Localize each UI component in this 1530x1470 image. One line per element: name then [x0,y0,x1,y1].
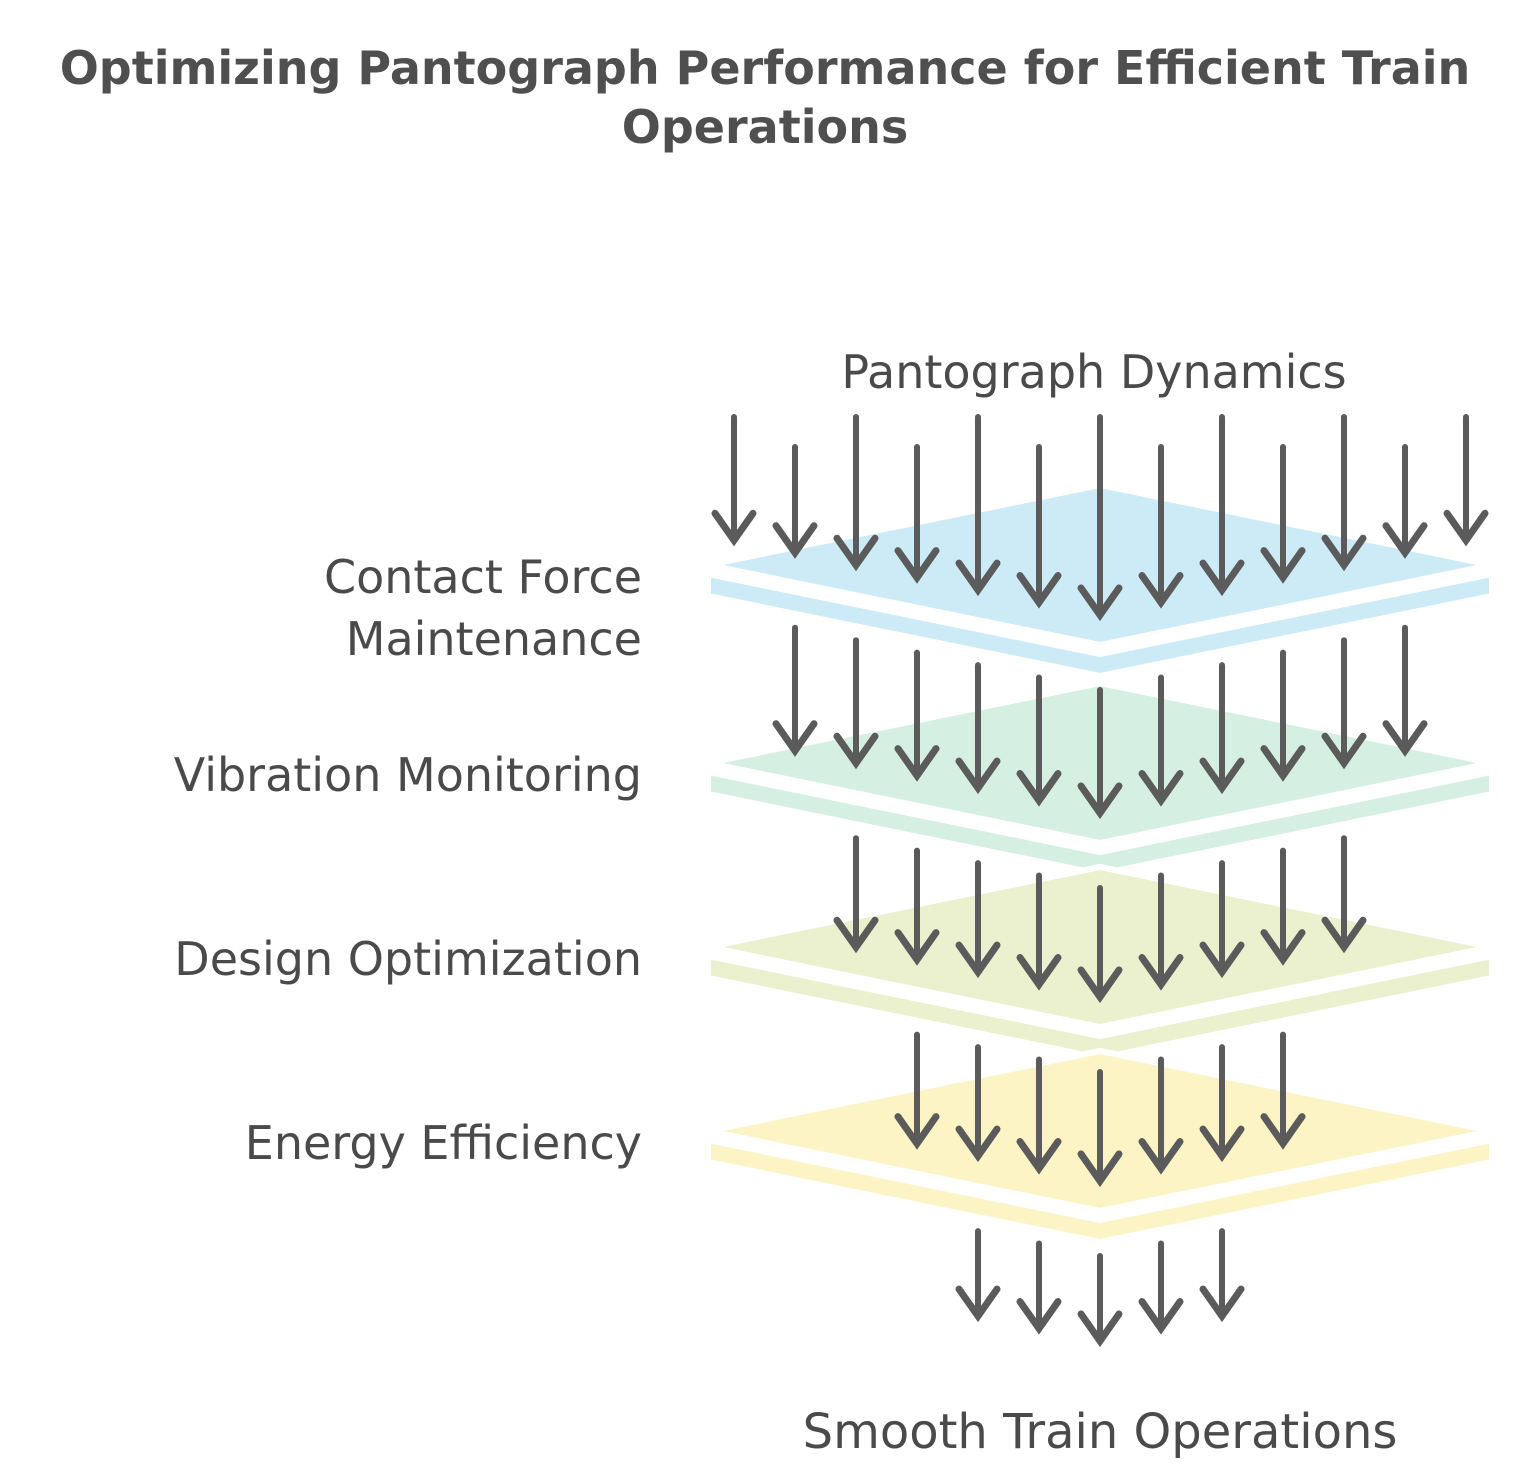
down-arrow-head [1077,1310,1123,1348]
layer-side-3 [705,1137,1495,1245]
down-arrow-head [1199,1125,1245,1163]
down-arrow-head [833,916,879,954]
down-arrow-head [955,757,1001,795]
down-arrow-head [1016,1138,1062,1175]
down-arrow-head [955,559,1001,597]
down-arrow-head [894,1113,940,1150]
down-arrow-head [1016,770,1062,807]
down-arrow-head [1443,509,1489,547]
down-arrow-head [772,522,818,559]
down-arrow-head [1260,1113,1306,1150]
down-arrow-head [1199,1285,1245,1323]
layer-label-2-line-0: Design Optimization [174,932,642,986]
down-arrow-head [833,534,879,572]
down-arrow-head [1138,1138,1184,1175]
down-arrow-head [1077,782,1123,820]
page-title-line-1: Optimizing Pantograph Performance for Ef… [60,41,1471,95]
down-arrow-head [1321,916,1367,954]
layer-label-3-line-0: Energy Efficiency [245,1116,642,1170]
down-arrow-head [1016,572,1062,609]
arrow-group-1 [772,624,1428,820]
down-arrow-head [1016,954,1062,991]
down-arrow-head [833,732,879,770]
down-arrow-head [1382,720,1428,757]
arrow-group-4 [955,1228,1245,1348]
arrow-group-2 [833,835,1367,1004]
layer-side-0 [705,571,1495,679]
down-arrow-head [1199,559,1245,597]
down-arrow-head [955,1285,1001,1323]
down-arrow-head [1199,941,1245,979]
layer-label-0-line-0: Contact Force [324,550,642,604]
arrow-group-0 [711,414,1489,622]
down-arrow-head [1260,547,1306,584]
down-arrow-head [711,509,757,547]
down-arrow-head [1077,966,1123,1004]
source-label: Pantograph Dynamics [841,345,1346,399]
down-arrow-head [1016,1298,1062,1335]
down-arrow-head [894,745,940,782]
down-arrow-head [1321,534,1367,572]
down-arrow-head [1260,929,1306,966]
sink-label: Smooth Train Operations [803,1404,1398,1460]
down-arrow-head [1138,572,1184,609]
down-arrow-head [1382,522,1428,559]
down-arrow-head [1077,1150,1123,1188]
down-arrow-head [894,547,940,584]
layer-label-1-line-0: Vibration Monitoring [174,748,642,802]
down-arrow-head [955,1125,1001,1163]
layer-label-0-line-1: Maintenance [346,612,642,666]
page-title-line-2: Operations [622,100,908,154]
down-arrow-head [894,929,940,966]
arrow-group-3 [894,1031,1306,1188]
down-arrow-head [1138,954,1184,991]
down-arrow-head [1138,1298,1184,1335]
down-arrow-head [772,720,818,757]
layer-side-2 [705,953,1495,1061]
arrow-field [711,414,1489,1348]
down-arrow-head [1138,770,1184,807]
down-arrow-head [1077,584,1123,622]
layer-side-1 [705,769,1495,877]
down-arrow-head [1199,757,1245,795]
down-arrow-head [1260,745,1306,782]
down-arrow-head [955,941,1001,979]
down-arrow-head [1321,732,1367,770]
